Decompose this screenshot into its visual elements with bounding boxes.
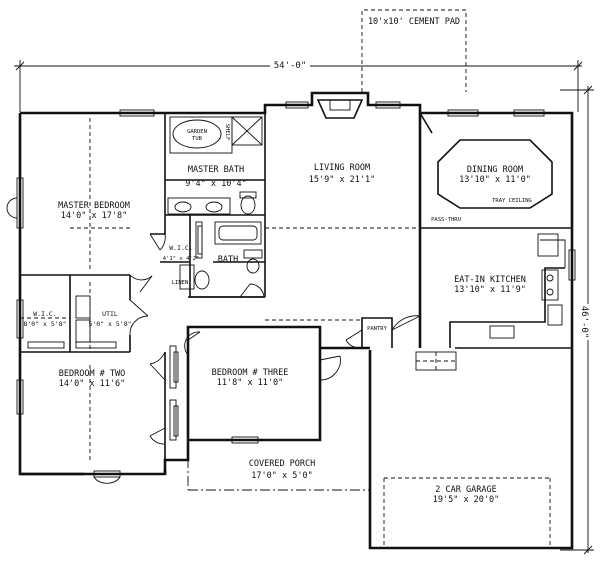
pass-thru-label: PASS-THRU: [431, 217, 461, 223]
dining-room-name: DINING ROOM: [467, 165, 523, 175]
fireplace: [316, 99, 364, 119]
bedroom-three-size: 11'8" x 11'0": [217, 378, 284, 388]
bath-fixtures: [75, 116, 263, 343]
master-bath-name: MASTER BATH: [188, 165, 244, 175]
kitchen-size: 13'10" x 11'9": [454, 285, 526, 295]
covered-porch-size: 17'0" x 5'0": [251, 471, 312, 481]
pantry-label: PANTRY: [367, 326, 388, 332]
wic-two-name: W.I.C.: [33, 310, 56, 318]
bedroom-two-size: 14'0" x 11'6": [59, 379, 126, 389]
linen-label: LINEN: [172, 280, 189, 286]
garden-tub-line2: TUB: [192, 136, 203, 142]
util-name: UTIL: [102, 310, 118, 318]
wic-two-size: 8'0" x 5'8": [23, 320, 66, 328]
garage-name: 2 CAR GARAGE: [435, 485, 496, 495]
living-room-name: LIVING ROOM: [314, 163, 370, 173]
overall-depth-label: 46'-0": [579, 306, 589, 339]
living-room-size: 15'9" x 21'1": [309, 175, 376, 185]
closet-doors: [27, 221, 203, 441]
shelf-label: SHELF: [224, 124, 230, 141]
garage-panel: [415, 351, 457, 371]
garden-tub-line1: GARDEN: [187, 129, 207, 135]
dimension-lines: 54'-0" 46'-0": [14, 58, 594, 555]
bedroom-two-name: BEDROOM # TWO: [59, 369, 126, 379]
interior-walls: [20, 112, 572, 460]
windows: [6, 101, 576, 484]
master-bedroom-name: MASTER BEDROOM: [58, 201, 130, 211]
util-size: 5'0" x 5'8": [88, 320, 131, 328]
doors: [129, 233, 421, 445]
exterior-walls: [18, 91, 574, 550]
tray-ceiling-octagon: [437, 139, 553, 209]
room-labels: MASTER BEDROOM 14'0" x 17'8" GARDEN TUB …: [23, 124, 531, 505]
cement-pad-label: 10'x10' CEMENT PAD: [368, 17, 460, 27]
cement-pad: 10'x10' CEMENT PAD: [361, 9, 467, 92]
master-bath-size: 9'4" x 10'4": [185, 179, 246, 189]
master-wic-name: W.I.C.: [169, 244, 192, 252]
bedroom-three-name: BEDROOM # THREE: [212, 368, 289, 378]
garage-size: 19'5" x 20'0": [433, 495, 500, 505]
master-wic-size: 4'1" x 4'2": [163, 256, 199, 262]
covered-porch-name: COVERED PORCH: [249, 459, 316, 469]
overall-width-label: 54'-0": [274, 61, 307, 71]
dining-room-size: 13'10" x 11'0": [459, 175, 531, 185]
bath-label: BATH: [218, 255, 238, 265]
kitchen-name: EAT-IN KITCHEN: [454, 275, 526, 285]
master-bedroom-size: 14'0" x 17'8": [61, 211, 128, 221]
tray-ceiling-label: TRAY CEILING: [492, 198, 532, 204]
